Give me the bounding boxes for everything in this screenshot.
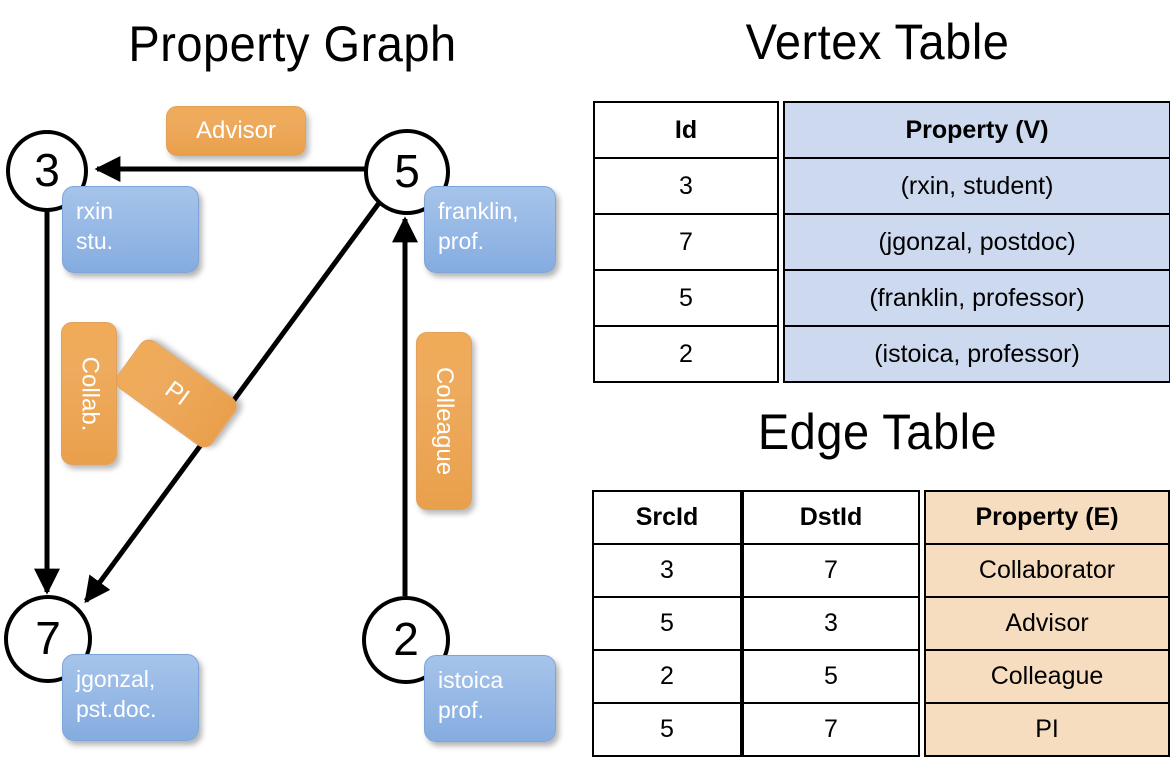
vertex-table-cell-property: (jgonzal, postdoc) [783,213,1170,271]
edge-label-advisor: Advisor [166,106,306,156]
vertex-property-box-5: franklin, prof. [424,186,556,273]
edge-table-cell-dstid: 7 [742,543,920,598]
vertex-table-cell-id: 7 [593,213,779,271]
vertex-table-property-column: Property (V) (rxin, student) (jgonzal, p… [783,101,1170,383]
edge-table-property-column: Property (E) Collaborator Advisor Collea… [924,490,1170,757]
vertex-table-cell-id: 3 [593,157,779,215]
edge-table-cell-property: Advisor [924,596,1170,651]
edge-table-cell-property: Colleague [924,649,1170,704]
edge-label-collab: Collab. [61,322,117,465]
edge-table-cell-property: Collaborator [924,543,1170,598]
vertex-table-cell-property: (franklin, professor) [783,269,1170,327]
graph-node-5-label: 5 [394,145,420,197]
edge-table: SrcId 3 5 2 5 DstId 7 3 5 7 Property (E)… [592,490,1170,757]
edge-table-dstid-column: DstId 7 3 5 7 [742,490,920,757]
edge-label-colleague-text: Colleague [431,366,458,476]
vertex-property-box-3: rxin stu. [62,186,199,273]
vertex-table-cell-id: 5 [593,269,779,327]
edge-table-cell-dstid: 3 [742,596,920,651]
graph-node-2-label: 2 [393,613,419,665]
vertex-table-cell-id: 2 [593,325,779,383]
vertex-property-box-7: jgonzal, pst.doc. [62,654,199,741]
edge-table-header-property: Property (E) [924,490,1170,545]
vertex-table: Id 3 7 5 2 Property (V) (rxin, student) … [593,101,1170,383]
vertex-property-box-2: istoica prof. [424,655,556,742]
edge-table-cell-srcid: 3 [592,543,742,598]
edge-label-colleague: Colleague [416,332,472,510]
edge-table-cell-srcid: 5 [592,596,742,651]
edge-table-header-srcid: SrcId [592,490,742,545]
edge-label-pi-text: PI [159,375,194,411]
graph-node-5[interactable]: 5 [364,129,450,215]
edge-table-cell-dstid: 7 [742,702,920,757]
edge-table-srcid-column: SrcId 3 5 2 5 [592,490,742,757]
page-title-property-graph: Property Graph [128,15,457,72]
graph-node-2[interactable]: 2 [362,596,450,684]
vertex-table-id-column: Id 3 7 5 2 [593,101,779,383]
vertex-table-header-property: Property (V) [783,101,1170,159]
edge-label-collab-text: Collab. [76,356,103,431]
graph-node-3-label: 3 [34,144,60,196]
graph-node-7-label: 7 [35,612,61,664]
vertex-table-header-id: Id [593,101,779,159]
edge-table-cell-property: PI [924,702,1170,757]
edge-table-cell-srcid: 2 [592,649,742,704]
vertex-table-cell-property: (istoica, professor) [783,325,1170,383]
vertex-table-cell-property: (rxin, student) [783,157,1170,215]
section-title-edge-table: Edge Table [757,403,998,460]
section-title-vertex-table: Vertex Table [745,13,1010,70]
edge-table-cell-dstid: 5 [742,649,920,704]
edge-table-header-dstid: DstId [742,490,920,545]
edge-table-cell-srcid: 5 [592,702,742,757]
property-graph-diagram: 3 5 7 2 rxin stu. franklin, prof. jgonza… [4,106,556,742]
